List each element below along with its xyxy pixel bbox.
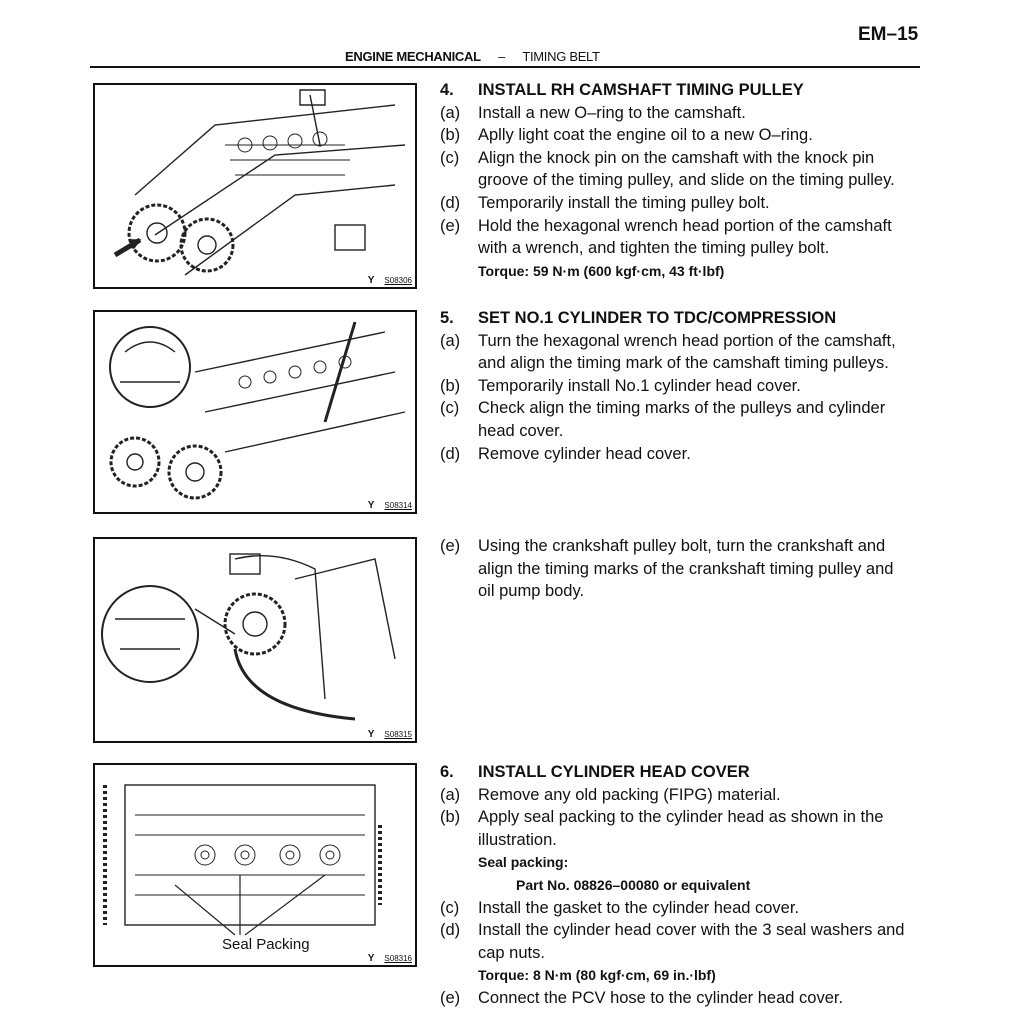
step-title: INSTALL RH CAMSHAFT TIMING PULLEY (478, 81, 804, 99)
subsection-title: TIMING BELT (522, 49, 600, 64)
step-number: 4. (440, 81, 454, 99)
item-mark: (e) (440, 988, 461, 1007)
step-number: 5. (440, 309, 454, 327)
header-dash: – (498, 49, 505, 64)
item-text: Apply seal packing to the cylinder head … (478, 808, 884, 849)
item-text: Aplly light coat the engine oil to a new… (478, 126, 813, 145)
item-mark: (b) (440, 376, 461, 395)
item-mark: (c) (440, 148, 460, 167)
item-mark: (d) (440, 193, 461, 212)
page-number: EM–15 (858, 24, 919, 45)
item-text: Hold the hexagonal wrench head portion o… (478, 216, 892, 258)
item-mark: (c) (440, 399, 460, 418)
engine-illustration (109, 321, 406, 500)
item-mark: (a) (440, 103, 461, 122)
item-text: Temporarily install No.1 cylinder head c… (478, 376, 801, 395)
item-mark: (e) (440, 537, 461, 555)
item-mark: (a) (440, 331, 461, 350)
item-mark: (b) (440, 808, 461, 827)
item-text: Install the gasket to the cylinder head … (478, 898, 800, 917)
cylinder-head-illustration (103, 784, 382, 936)
item-text: Connect the PCV hose to the cylinder hea… (478, 988, 844, 1007)
step-6: 6. INSTALL CYLINDER HEAD COVER (a) Remove … (440, 761, 930, 1010)
step-title: SET NO.1 CYLINDER TO TDC/COMPRESSION (478, 309, 837, 327)
step-5e: (e) Using the crankshaft pulley bolt, tur… (440, 535, 930, 603)
torque-spec: Torque: 59 N·m (600 kgf·cm, 43 ft·lbf) (478, 262, 725, 279)
item-mark: (d) (440, 921, 461, 940)
item-text: Turn the hexagonal wrench head portion o… (478, 331, 896, 373)
item-text: Install the cylinder head cover with the… (478, 921, 905, 962)
seal-packing-label: Seal Packing (220, 936, 312, 953)
running-header: ENGINE MECHANICAL – TIMING BELT (345, 49, 614, 64)
torque-spec: Torque: 8 N·m (80 kgf·cm, 69 in.·lbf) (478, 967, 716, 984)
item-mark: (c) (440, 898, 460, 917)
section-title: ENGINE MECHANICAL (345, 49, 481, 64)
item-text: Using the crankshaft pulley bolt, turn t… (478, 537, 894, 601)
item-text: Remove cylinder head cover. (478, 444, 691, 463)
step-number: 6. (440, 763, 454, 781)
engine-illustration (101, 553, 396, 721)
header-rule (90, 66, 920, 68)
seal-packing-heading: Seal packing: (478, 854, 569, 871)
item-text: Install a new O–ring to the camshaft. (478, 103, 746, 122)
engine-illustration (113, 89, 406, 276)
step-5: 5. SET NO.1 CYLINDER TO TDC/COMPRESSION (… (440, 307, 930, 465)
item-mark: (d) (440, 444, 461, 463)
item-text: Check align the timing marks of the pull… (478, 399, 886, 440)
item-text: Align the knock pin on the camshaft with… (478, 148, 895, 190)
item-mark: (e) (440, 216, 461, 235)
item-mark: (b) (440, 126, 461, 145)
item-text: Temporarily install the timing pulley bo… (478, 193, 770, 212)
part-number: Part No. 08826–00080 or equivalent (516, 876, 751, 893)
item-text: Remove any old packing (FIPG) material. (478, 785, 781, 804)
step-title: INSTALL CYLINDER HEAD COVER (478, 763, 750, 781)
item-mark: (a) (440, 785, 461, 804)
step-4: 4. INSTALL RH CAMSHAFT TIMING PULLEY (a) I… (440, 79, 930, 282)
